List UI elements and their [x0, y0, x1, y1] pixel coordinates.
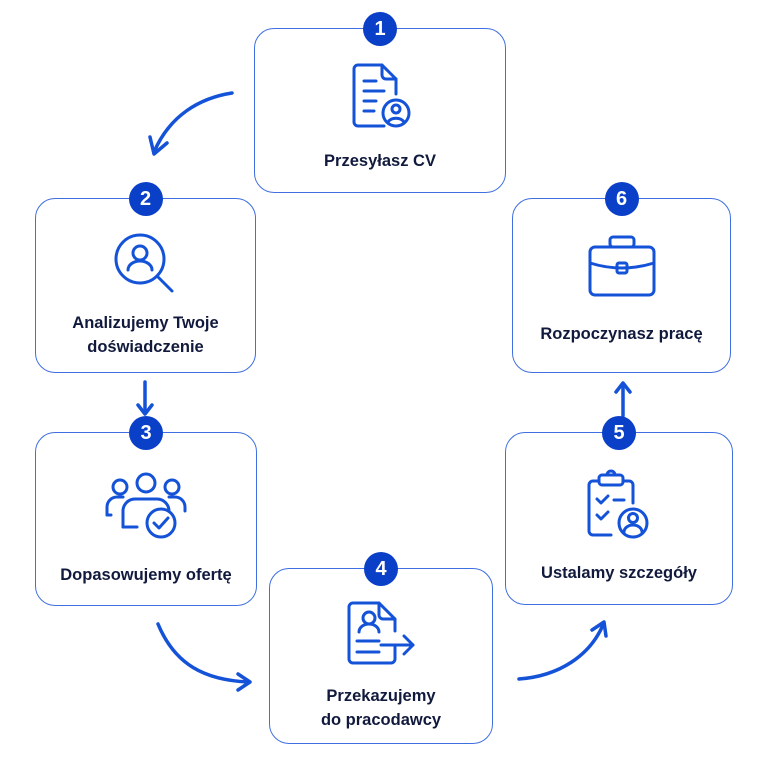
step-number-badge: 2	[128, 182, 163, 216]
document-send-icon	[347, 601, 415, 665]
step-2-card: 2 Analizujemy Twoje doświadczenie	[35, 182, 256, 373]
step-number-badge: 5	[602, 416, 636, 450]
step-label-line-2: do pracodawcy	[320, 711, 442, 729]
step-label-line-1: Przekazujemy	[326, 687, 436, 705]
step-5-card: 5 Ustalamy szczegóły	[505, 416, 733, 605]
step-label-line-1: Analizujemy Twoje	[72, 314, 219, 332]
step-label-line-2: doświadczenie	[87, 338, 204, 356]
step-label: Przesyłasz CV	[324, 152, 436, 170]
step-6-card: 6 Rozpoczynasz pracę	[512, 182, 731, 373]
group-check-icon	[105, 472, 187, 539]
step-3-card: 3 Dopasowujemy ofertę	[35, 416, 257, 606]
clipboard-user-icon	[587, 469, 649, 539]
step-4-card: 4 Przekazujemy do pracodawcy	[269, 552, 493, 744]
step-label: Dopasowujemy ofertę	[60, 566, 232, 584]
step-label: Ustalamy szczegóły	[541, 564, 697, 582]
arrow-4-to-5	[517, 620, 608, 681]
step-number-badge: 4	[364, 552, 398, 586]
magnifier-user-icon	[114, 233, 173, 293]
arrow-3-to-4	[156, 622, 252, 692]
cv-document-user-icon	[352, 63, 411, 128]
step-1-card: 1 Przesyłasz CV	[254, 12, 506, 193]
step-label: Rozpoczynasz pracę	[540, 325, 703, 343]
briefcase-icon	[588, 235, 655, 297]
step-number-badge: 6	[604, 182, 639, 216]
step-number-badge: 1	[363, 12, 397, 46]
arrow-2-to-3	[136, 380, 154, 416]
step-number-badge: 3	[129, 416, 163, 450]
arrow-5-to-6	[614, 381, 632, 418]
arrow-1-to-2	[148, 91, 234, 156]
